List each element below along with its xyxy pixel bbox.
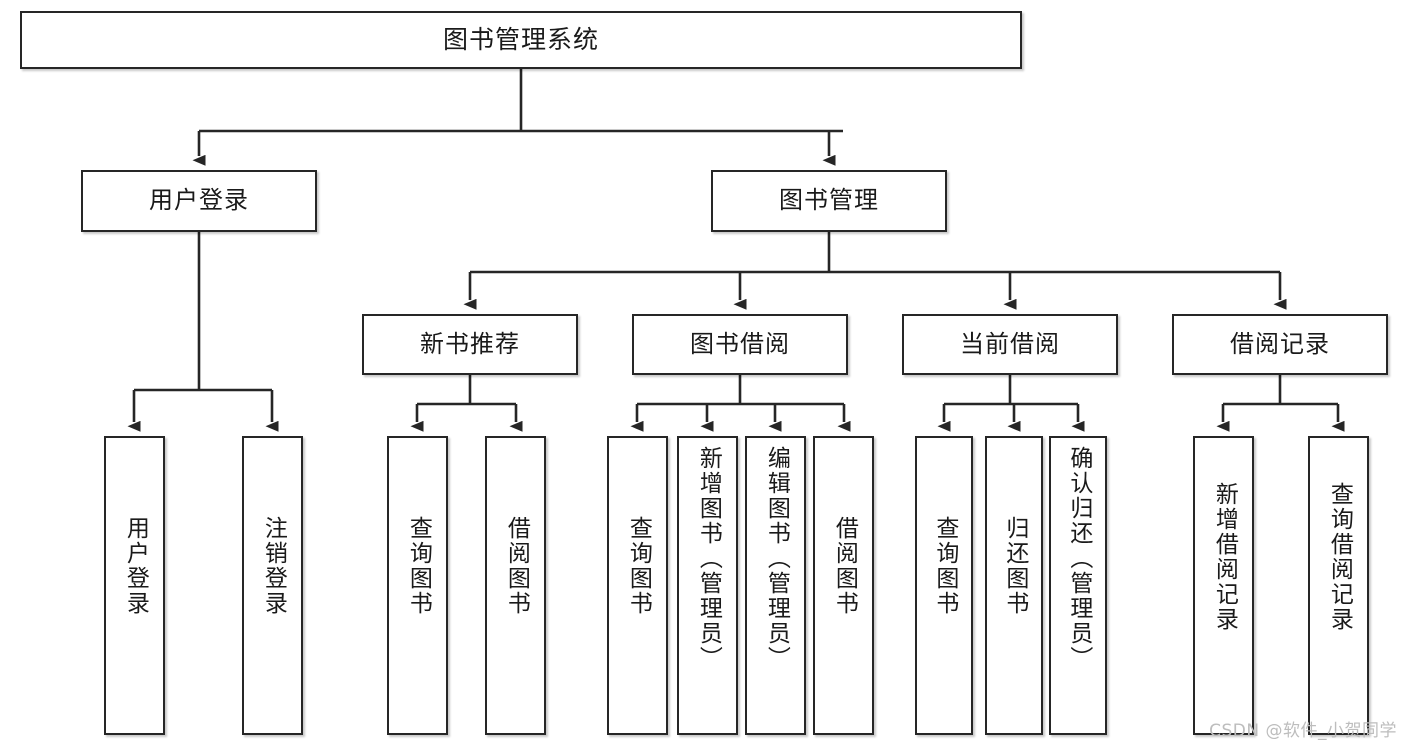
node-leaf-add-record[interactable]: 新增借阅记录	[1193, 436, 1254, 735]
node-leaf-query-book-2[interactable]: 查询图书	[607, 436, 668, 735]
node-leaf-borrow-book-1[interactable]: 借阅图书	[485, 436, 546, 735]
node-leaf-return-book[interactable]: 归还图书	[985, 436, 1043, 735]
watermark-text: CSDN @软件_小贺同学	[1209, 721, 1397, 741]
node-leaf-confirm-return[interactable]: 确认归还（管理员）	[1049, 436, 1107, 735]
node-book-borrow[interactable]: 图书借阅	[632, 314, 848, 375]
node-leaf-logout[interactable]: 注销登录	[242, 436, 303, 735]
node-borrow-record[interactable]: 借阅记录	[1172, 314, 1388, 375]
node-leaf-query-book-3[interactable]: 查询图书	[915, 436, 973, 735]
node-user-login[interactable]: 用户登录	[81, 170, 317, 232]
node-book-manage[interactable]: 图书管理	[711, 170, 947, 232]
node-leaf-edit-book[interactable]: 编辑图书（管理员）	[745, 436, 806, 735]
node-leaf-borrow-book-2[interactable]: 借阅图书	[813, 436, 874, 735]
node-leaf-query-book-1[interactable]: 查询图书	[387, 436, 448, 735]
node-leaf-query-record[interactable]: 查询借阅记录	[1308, 436, 1369, 735]
node-leaf-user-login[interactable]: 用户登录	[104, 436, 165, 735]
node-root[interactable]: 图书管理系统	[20, 11, 1022, 69]
node-current-borrow[interactable]: 当前借阅	[902, 314, 1118, 375]
node-leaf-add-book[interactable]: 新增图书（管理员）	[677, 436, 738, 735]
node-new-book-recommend[interactable]: 新书推荐	[362, 314, 578, 375]
